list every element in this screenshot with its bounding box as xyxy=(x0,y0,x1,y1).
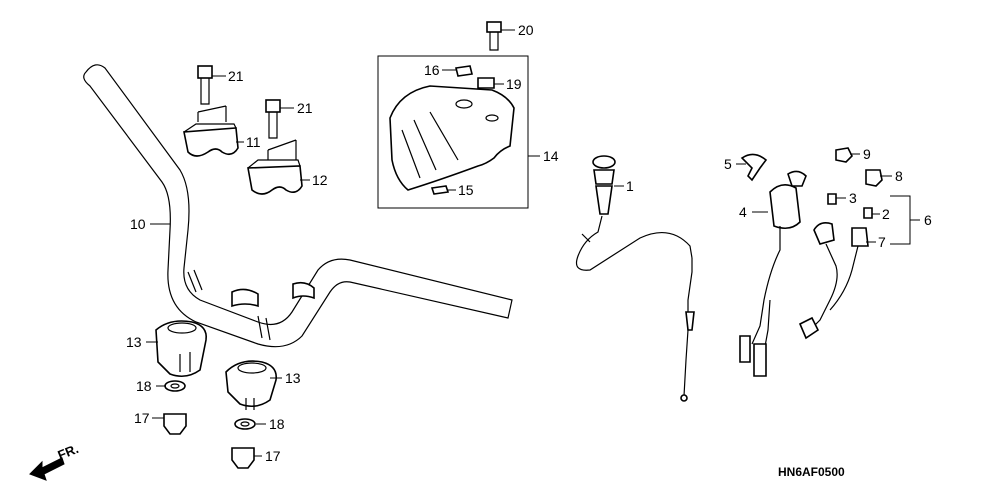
lower-holder-13-b xyxy=(225,360,278,410)
screw-16 xyxy=(455,65,473,77)
callout-8: 8 xyxy=(895,168,903,184)
switch-harness-7 xyxy=(798,222,869,340)
screw-9 xyxy=(835,147,853,163)
direction-label: FR. xyxy=(56,441,81,463)
key-5 xyxy=(740,153,768,182)
front-arrow-icon xyxy=(29,457,65,481)
washer-18-a xyxy=(164,380,186,392)
clip-15 xyxy=(430,185,450,195)
callout-14: 14 xyxy=(543,148,559,164)
nut-17-b xyxy=(231,447,255,469)
upper-holder-11 xyxy=(183,105,239,157)
callout-20: 20 xyxy=(518,22,534,38)
callout-13-b: 13 xyxy=(285,370,301,386)
rivet-3 xyxy=(827,193,837,205)
lower-holder-13-a xyxy=(155,320,208,378)
callout-15: 15 xyxy=(458,182,474,198)
diagram-code: HN6AF0500 xyxy=(778,465,845,479)
callout-7: 7 xyxy=(878,234,886,250)
callout-17-b: 17 xyxy=(265,448,281,464)
callout-2: 2 xyxy=(882,206,890,222)
upper-holder-12 xyxy=(247,139,303,195)
handlebar xyxy=(83,64,513,348)
callout-19: 19 xyxy=(506,76,522,92)
callout-18-b: 18 xyxy=(269,416,285,432)
callout-10: 10 xyxy=(130,216,146,232)
bolt-21-b xyxy=(265,99,281,139)
callout-9: 9 xyxy=(863,146,871,162)
callout-13-a: 13 xyxy=(126,334,142,350)
callout-5: 5 xyxy=(724,156,732,172)
callout-18-a: 18 xyxy=(136,378,152,394)
washer-18-b xyxy=(234,418,256,430)
callout-12: 12 xyxy=(312,172,328,188)
callout-16: 16 xyxy=(424,62,440,78)
callout-4: 4 xyxy=(739,204,747,220)
ignition-switch xyxy=(739,170,807,377)
callout-1: 1 xyxy=(626,178,634,194)
choke-cable xyxy=(575,155,695,402)
leader-lines xyxy=(146,29,920,457)
callout-6: 6 xyxy=(924,212,932,228)
nut-8 xyxy=(865,169,883,187)
callout-11: 11 xyxy=(246,134,261,150)
nut-17-a xyxy=(163,413,187,435)
handlebar-cover xyxy=(389,85,515,191)
callout-3: 3 xyxy=(849,190,857,206)
rivet-2 xyxy=(863,207,873,219)
callout-17-a: 17 xyxy=(134,410,150,426)
callout-21-b: 21 xyxy=(297,100,313,116)
callout-21-a: 21 xyxy=(228,68,244,84)
grommet-19 xyxy=(477,77,495,89)
bolt-20 xyxy=(486,21,502,51)
cover-box xyxy=(377,55,529,209)
bolt-21-a xyxy=(197,65,213,105)
